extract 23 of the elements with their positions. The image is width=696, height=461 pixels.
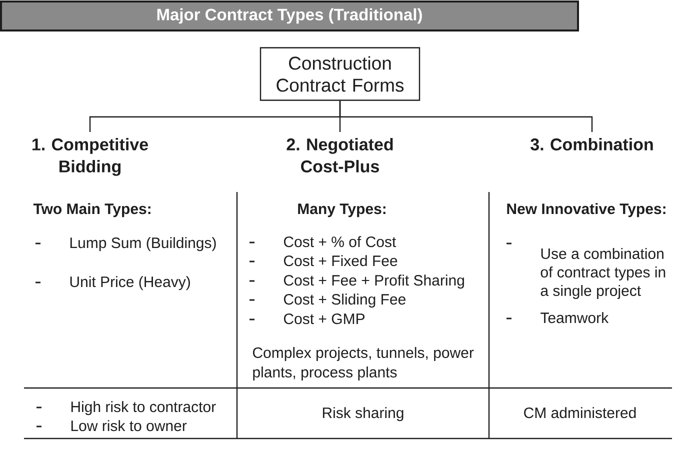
list-item: Use a combination of contract types in a single project: [540, 248, 666, 299]
list-item: Cost + GMP: [284, 314, 365, 324]
column-heading: New Innovative Types:: [507, 203, 666, 218]
connector-line: [339, 100, 593, 132]
list-item: Low risk to owner: [71, 420, 187, 432]
column-heading: Many Types:: [298, 204, 386, 218]
list-item: Cost + Fixed Fee: [284, 255, 398, 266]
root-box: Construction Contract Forms: [260, 47, 420, 101]
title-bar: Major Contract Types (Traditional): [0, 0, 579, 32]
list-item: Cost + Fee + Profit Sharing: [284, 274, 464, 289]
body-text: Risk sharing: [322, 407, 404, 422]
body-text: CM administered: [524, 407, 636, 418]
list-item: Teamwork: [540, 312, 609, 324]
branch-heading: 2. Negotiated Cost-Plus: [286, 138, 393, 172]
list-item: Lump Sum (Buildings): [70, 237, 216, 252]
branch-heading: 3. Combination: [530, 138, 653, 150]
list-item: High risk to contractor: [71, 401, 216, 416]
list-item: Cost + Sliding Fee: [284, 294, 406, 308]
branch-heading: 1. Competitive Bidding: [32, 138, 148, 176]
body-text: Complex projects, tunnels, power plants, process plants: [252, 346, 474, 380]
list-item: Unit Price (Heavy): [70, 276, 190, 290]
list-item: Cost + % of Cost: [284, 236, 396, 248]
column-heading: Two Main Types:: [33, 203, 150, 218]
